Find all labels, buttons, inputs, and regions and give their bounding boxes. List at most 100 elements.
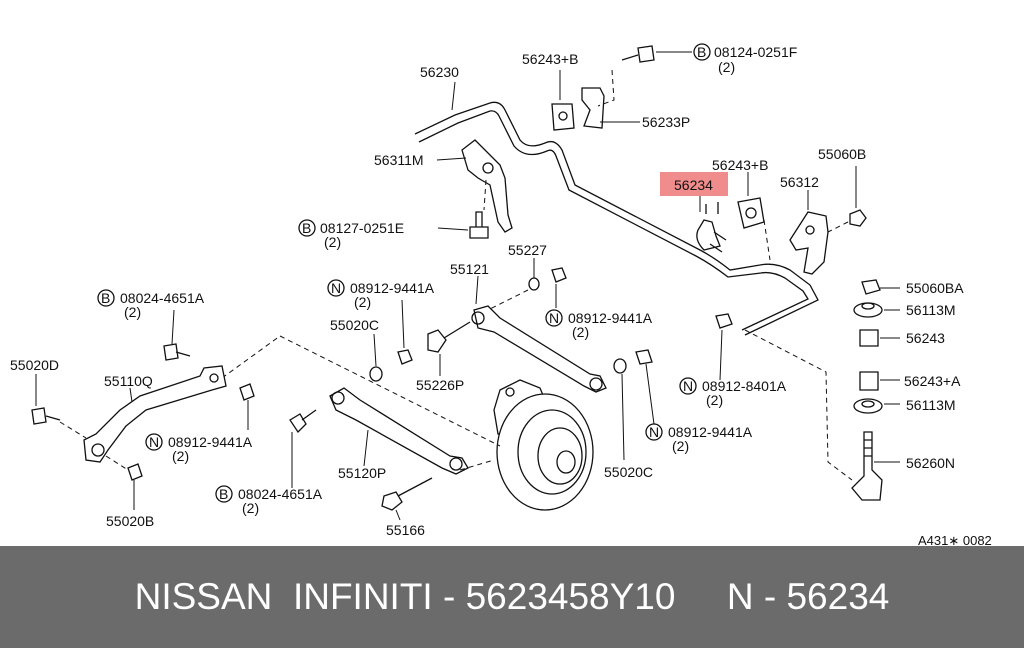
washer-56113m-bottom	[853, 398, 883, 414]
arm-dash-1	[279, 335, 501, 447]
label-56311m: 56311M	[374, 152, 424, 168]
leader-55110q	[129, 387, 133, 403]
washer-55020c-1	[369, 366, 383, 382]
bolt-08127	[469, 211, 489, 239]
bolt-55166	[381, 491, 403, 511]
label-08127-0251e: 08127-0251E	[320, 220, 404, 236]
stabilizer-bar	[414, 101, 819, 336]
clamp-56234	[696, 219, 721, 251]
leader-56230	[451, 81, 456, 111]
nut-55060b	[849, 209, 867, 227]
stabilizer-bar-inner	[418, 110, 809, 331]
clamp-56234-bolt	[705, 202, 727, 253]
badge-text-nut-2: N	[549, 310, 559, 326]
badge-text-nut-1: N	[331, 280, 341, 296]
diagram-code: A431∗ 0082	[918, 533, 992, 546]
clamp-56233p	[581, 87, 605, 129]
bolt-08124	[637, 45, 655, 63]
label-55110q: 55110Q	[104, 373, 153, 389]
bushing-56243b-top	[551, 103, 575, 131]
leader-55166	[395, 509, 401, 521]
bolt-08024-2	[289, 413, 307, 434]
nut-badge-8401a	[679, 377, 697, 395]
label-08912-9441a-1: 08912-9441A	[350, 280, 435, 296]
washer-56113m-bottom-hole	[861, 400, 875, 408]
label-55020c-1: 55020C	[330, 317, 379, 333]
label-08912-9441a-3: 08912-9441A	[168, 434, 253, 450]
upper-arm-55121	[473, 305, 607, 393]
leader-55020c-1	[373, 333, 377, 367]
washer-55020c-2	[613, 358, 627, 374]
label-56113m-1: 56113M	[906, 302, 956, 318]
label-55121: 55121	[450, 261, 489, 277]
label-08912-9441a-3-qty: (2)	[172, 448, 189, 464]
label-55020c-2: 55020C	[604, 464, 653, 480]
label-08024-4651a-2-qty: (2)	[242, 500, 259, 516]
label-08912-9441a-1-qty: (2)	[354, 294, 371, 310]
label-08124-0251f: 08124-0251F	[714, 44, 797, 60]
label-55166: 55166	[386, 522, 425, 538]
badge-text-nut-3: N	[149, 434, 159, 450]
nut-08912-9441a-4	[635, 349, 653, 365]
label-08912-9441a-2-qty: (2)	[572, 324, 589, 340]
nut-08912-9441a-1	[397, 349, 413, 365]
label-56243b-top: 56243+B	[522, 51, 578, 67]
bushing-56243	[859, 329, 879, 347]
footer-bar: NISSAN INFINITI - 5623458Y10 N - 56234	[0, 546, 1024, 648]
badge-text-08024-1: B	[101, 290, 110, 306]
parts-diagram: 56230 56243+B B 08124-0251F (2) 56233P 5…	[10, 43, 992, 546]
hub-center	[556, 450, 576, 474]
bushing-56243b-top-hole	[558, 111, 568, 121]
bushing-56243b-mid-hole	[745, 207, 757, 219]
badge-text-08024-2: B	[219, 486, 228, 502]
bushing-mid-dash	[763, 219, 771, 261]
label-56230: 56230	[420, 64, 459, 80]
bracket-56312-hole	[805, 225, 815, 235]
label-08024-4651a-2: 08024-4651A	[238, 486, 323, 502]
label-56312: 56312	[780, 174, 819, 190]
leader-08912-9441a-4	[645, 363, 655, 425]
bracket-56312	[789, 211, 829, 275]
label-55227: 55227	[508, 242, 547, 258]
badge-text-nut-8401a: N	[683, 378, 693, 394]
bushing-56243b-mid	[737, 197, 765, 229]
label-56243a: 56243+A	[904, 373, 961, 389]
hub-mid	[517, 409, 587, 495]
footer-part-number: NISSAN INFINITI - 5623458Y10 N - 56234	[134, 576, 890, 617]
nut-08912-8401a	[715, 313, 733, 329]
nut-badge-2	[545, 309, 563, 327]
nut-55227-b	[551, 267, 567, 283]
label-56243b-mid: 56243+B	[712, 157, 768, 173]
leader-55120p	[363, 429, 369, 467]
bracket-56311m-dash	[483, 179, 487, 211]
nut-badge-3	[145, 433, 163, 451]
nut-55060b-dash	[827, 221, 849, 233]
highlight-box-56234	[660, 172, 728, 196]
label-08912-9441a-4-qty: (2)	[672, 438, 689, 454]
nut-55020b-dash	[105, 455, 129, 471]
nut-55060ba	[861, 279, 881, 295]
label-56233p: 56233P	[642, 114, 690, 130]
label-56234: 56234	[674, 177, 713, 193]
label-08912-9441a-2: 08912-9441A	[568, 310, 653, 326]
bolt-badge-08124	[693, 43, 711, 61]
link-rod-56260n	[851, 431, 883, 501]
label-56113m-2: 56113M	[906, 397, 956, 413]
label-56260n: 56260N	[906, 455, 955, 471]
washer-56113m-top	[853, 302, 883, 318]
bracket-56311m-hole	[482, 162, 494, 174]
leader-55020c-2	[621, 373, 625, 461]
link-bush-left	[91, 443, 105, 457]
bolt-55226p-shank	[443, 321, 471, 339]
bolt-badge-08024-2	[215, 485, 233, 503]
arm-dash-3	[459, 459, 495, 471]
label-08024-4651a-1: 08024-4651A	[120, 290, 205, 306]
link-dash	[744, 329, 853, 481]
link-rod-56260n-thread	[864, 439, 872, 457]
arm-55121-dash	[487, 289, 529, 311]
bolt-55226p	[427, 329, 447, 353]
bolt-08024-1-shank	[175, 351, 191, 357]
bolt-08024-2-shank	[301, 409, 317, 421]
leader-08024-4651a-1	[171, 309, 175, 345]
